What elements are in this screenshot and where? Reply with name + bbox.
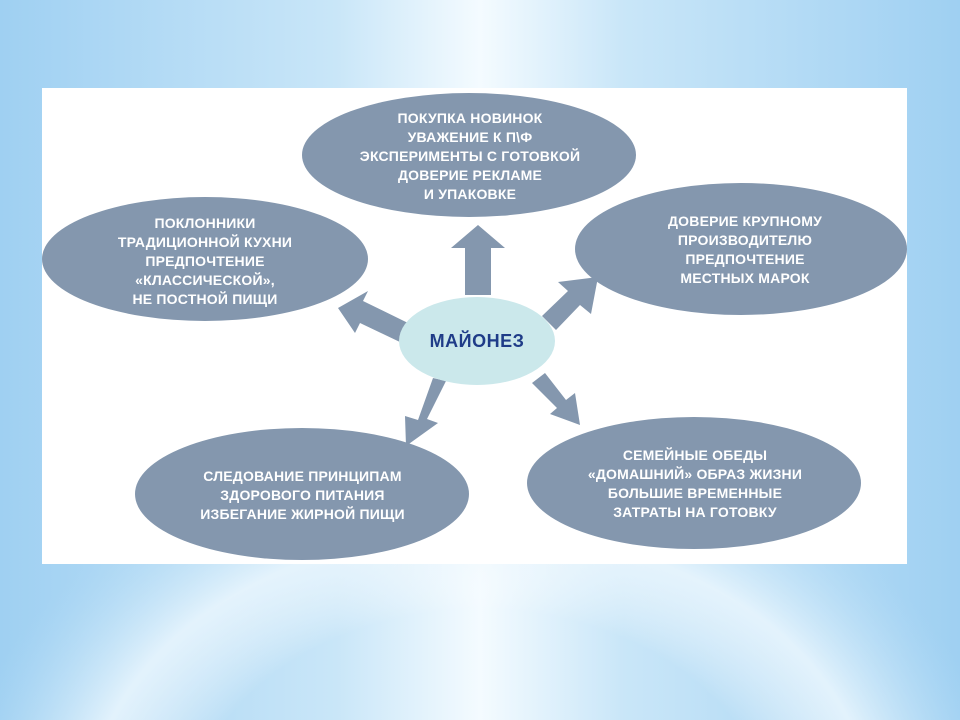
node-left-line: ТРАДИЦИОННОЙ КУХНИ: [117, 233, 293, 250]
node-right-line: МЕСТНЫХ МАРОК: [680, 270, 810, 286]
node-left-line: ПРЕДПОЧТЕНИЕ: [145, 252, 265, 269]
node-top-line: УВАЖЕНИЕ К П\Ф: [407, 128, 533, 145]
node-left-line: ПОКЛОННИКИ: [154, 214, 256, 231]
node-top: ПОКУПКА НОВИНОК УВАЖЕНИЕ К П\Ф ЭКСПЕРИМЕ…: [320, 100, 620, 212]
arrow-lower-right: [532, 373, 580, 425]
arrow-up: [451, 225, 505, 295]
arrow-lower-left: [405, 378, 446, 446]
node-ellipse-bottom-left: [135, 428, 469, 560]
node-bottom-left-line: СЛЕДОВАНИЕ ПРИНЦИПАМ: [203, 467, 402, 484]
node-left: ПОКЛОННИКИ ТРАДИЦИОННОЙ КУХНИ ПРЕДПОЧТЕН…: [70, 205, 340, 317]
node-right-line: ПРОИЗВОДИТЕЛЮ: [677, 232, 813, 248]
node-left-line: НЕ ПОСТНОЙ ПИЩИ: [132, 290, 278, 307]
node-left-line: «КЛАССИЧЕСКОЙ»,: [135, 271, 275, 288]
node-top-line: И УПАКОВКЕ: [423, 185, 517, 202]
node-bottom-left-line: ИЗБЕГАНИЕ ЖИРНОЙ ПИЩИ: [200, 505, 405, 522]
node-ellipse-left: [42, 197, 368, 321]
node-top-line: ДОВЕРИЕ РЕКЛАМЕ: [397, 166, 543, 183]
node-bottom-right-line: «ДОМАШНИЙ» ОБРАЗ ЖИЗНИ: [587, 466, 803, 482]
node-right: ДОВЕРИЕ КРУПНОМУ ПРОИЗВОДИТЕЛЮ ПРЕДПОЧТЕ…: [610, 200, 880, 300]
node-ellipse-top: [302, 93, 636, 217]
arrow-upper-right: [542, 277, 598, 330]
node-bottom-right-line: ЗАТРАТЫ НА ГОТОВКУ: [613, 504, 777, 520]
arrow-left: [338, 291, 408, 343]
node-right-line: ПРЕДПОЧТЕНИЕ: [685, 251, 805, 267]
node-top-line: ПОКУПКА НОВИНОК: [397, 109, 543, 126]
node-bottom-left-line: ЗДОРОВОГО ПИТАНИЯ: [220, 486, 385, 503]
node-ellipse-bottom-right: [527, 417, 861, 549]
node-right-line: ДОВЕРИЕ КРУПНОМУ: [668, 213, 822, 229]
node-ellipse-right: [575, 183, 907, 315]
node-bottom-right: СЕМЕЙНЫЕ ОБЕДЫ «ДОМАШНИЙ» ОБРАЗ ЖИЗНИ БО…: [550, 436, 840, 532]
node-bottom-right-line: БОЛЬШИЕ ВРЕМЕННЫЕ: [607, 485, 783, 501]
node-bottom-left: СЛЕДОВАНИЕ ПРИНЦИПАМ ЗДОРОВОГО ПИТАНИЯ И…: [160, 455, 445, 535]
node-top-line: ЭКСПЕРИМЕНТЫ С ГОТОВКОЙ: [359, 147, 581, 164]
center-label: МАЙОНЕЗ: [429, 330, 525, 351]
node-bottom-right-line: СЕМЕЙНЫЕ ОБЕДЫ: [622, 447, 768, 463]
center-ellipse: [399, 297, 555, 385]
